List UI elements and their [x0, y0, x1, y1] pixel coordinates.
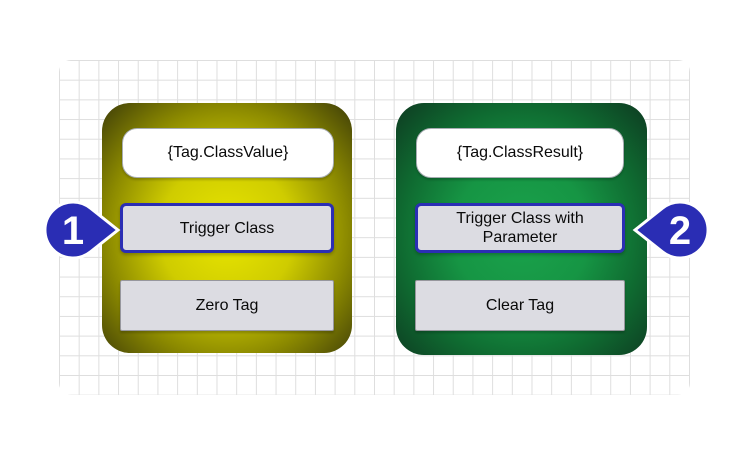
tag-class-result-display: {Tag.ClassResult}	[416, 128, 624, 178]
class-result-panel: {Tag.ClassResult} Trigger Class with Par…	[396, 103, 647, 355]
trigger-class-with-parameter-button-label: Trigger Class with Parameter	[456, 210, 584, 246]
clear-tag-button[interactable]: Clear Tag	[415, 280, 625, 331]
tag-class-result-text: {Tag.ClassResult}	[456, 144, 584, 161]
trigger-class-button-label: Trigger Class	[179, 219, 275, 237]
zero-tag-button[interactable]: Zero Tag	[120, 280, 334, 331]
zero-tag-button-label: Zero Tag	[195, 297, 259, 314]
clear-tag-button-label: Clear Tag	[485, 297, 555, 314]
tag-class-value-display: {Tag.ClassValue}	[122, 128, 334, 178]
trigger-class-with-parameter-button[interactable]: Trigger Class with Parameter	[415, 203, 625, 253]
tag-class-value-text: {Tag.ClassValue}	[167, 144, 289, 161]
class-value-panel: {Tag.ClassValue} Trigger Class Zero Tag	[102, 103, 352, 353]
trigger-class-button[interactable]: Trigger Class	[120, 203, 334, 253]
